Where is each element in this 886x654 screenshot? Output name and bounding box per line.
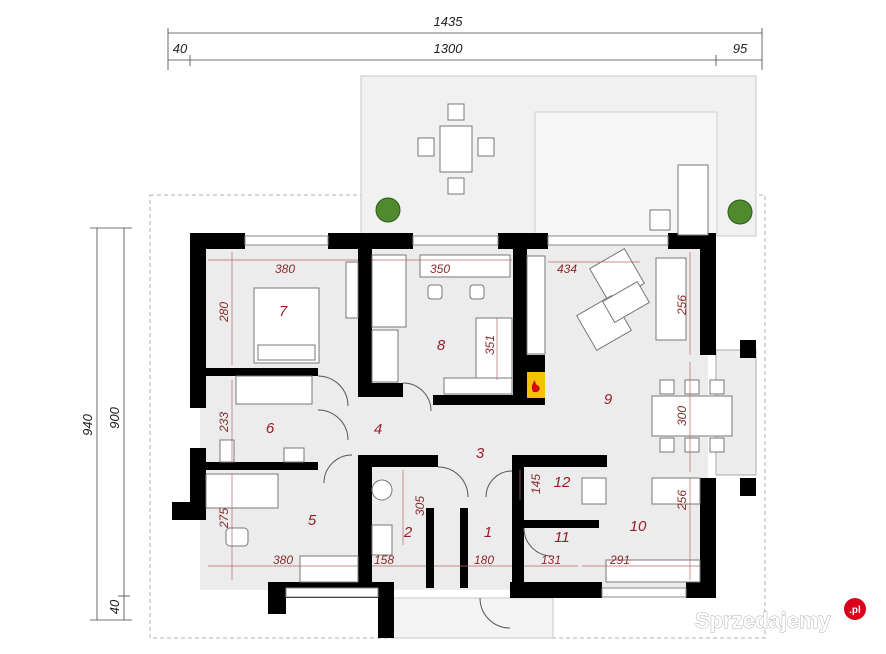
dim-room2-width: 158 [374, 553, 394, 567]
bottom-offset-label: 40 [107, 599, 122, 614]
dim-room8-width: 350 [430, 262, 450, 276]
sunbed [677, 164, 709, 236]
total-width-label: 1435 [434, 14, 464, 29]
dim-room9-depth-a: 256 [675, 295, 689, 316]
dim-room7-depth: 280 [217, 302, 231, 323]
room-number-6: 6 [266, 420, 275, 437]
room-number-8: 8 [437, 337, 446, 354]
dimension-lines [90, 28, 763, 621]
dim-room10-depth: 256 [675, 490, 689, 511]
room-number-12: 12 [554, 474, 571, 491]
room-number-7: 7 [279, 303, 288, 320]
dim-room10-width: 291 [609, 553, 630, 567]
dim-room2-depth: 305 [413, 496, 427, 516]
room-number-3: 3 [476, 445, 485, 462]
dim-room7-width: 380 [275, 262, 295, 276]
bed-room-5 [205, 473, 279, 509]
dim-room5-width: 380 [273, 553, 293, 567]
bathtub [235, 375, 313, 405]
entrance-landing [392, 597, 554, 639]
furniture [205, 103, 733, 583]
watermark-badge [844, 598, 866, 620]
windows [244, 235, 687, 598]
dim-room9-depth-b: 300 [675, 406, 689, 426]
interior-dimension-lines [208, 252, 700, 580]
dim-room8-depth: 351 [483, 335, 497, 355]
walls [172, 233, 756, 638]
dim-room6-depth: 233 [217, 412, 231, 433]
room-number-2: 2 [403, 524, 413, 541]
left-offset-label: 40 [173, 41, 188, 56]
room-number-10: 10 [630, 518, 647, 535]
room-number-5: 5 [308, 512, 317, 529]
dim-room11-width: 131 [541, 553, 561, 567]
room-number-11: 11 [554, 529, 570, 546]
inner-height-label: 900 [107, 406, 122, 428]
sofa [655, 257, 687, 341]
dining-table [651, 395, 733, 437]
plant-icon [375, 197, 753, 225]
watermark-badge-text: .pl [849, 605, 861, 616]
dim-room12-depth: 145 [529, 474, 543, 494]
door-swings [317, 375, 553, 629]
bed-room-8 [371, 254, 407, 328]
dim-room5-depth: 275 [217, 508, 231, 529]
desk-room-8 [419, 254, 511, 278]
room-number-4: 4 [374, 421, 382, 438]
dim-room9-width: 434 [557, 262, 577, 276]
room-number-1: 1 [484, 524, 492, 541]
coffee-table [601, 280, 651, 324]
watermark-text: Sprzedajemy [695, 608, 831, 633]
kitchen-column [526, 255, 546, 355]
room-number-9: 9 [604, 391, 613, 408]
right-offset-label: 95 [733, 41, 748, 56]
terrace-table [439, 125, 473, 173]
wardrobe [345, 261, 359, 319]
total-height-label: 940 [80, 413, 95, 435]
main-width-label: 1300 [434, 41, 464, 56]
flame-icon [531, 380, 540, 392]
dim-room1-width: 180 [474, 553, 494, 567]
